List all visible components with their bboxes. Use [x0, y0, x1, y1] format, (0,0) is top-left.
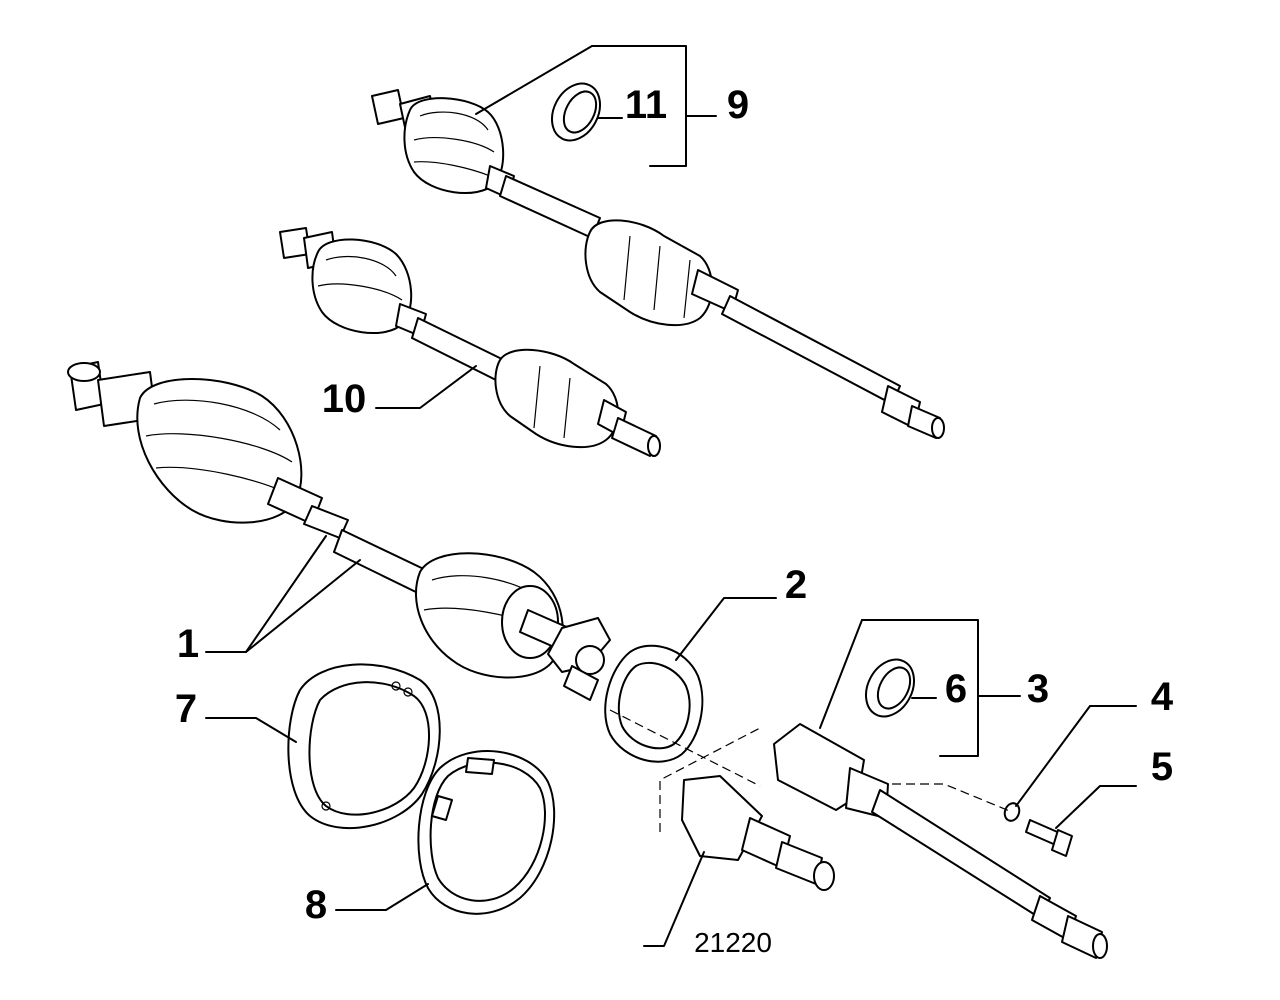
reference-number: 21220: [694, 927, 772, 958]
seal-ring-lower: [865, 658, 915, 718]
inner-joint-assembly: [681, 775, 835, 891]
drive-shaft-lower: [67, 361, 611, 701]
callout-8: 8: [305, 883, 327, 927]
callout-5: 5: [1151, 745, 1173, 789]
drive-shaft-upper: [371, 89, 945, 439]
drive-shaft-right: [773, 723, 1108, 959]
drive-shaft-middle: [279, 227, 661, 457]
callout-2: 2: [785, 563, 807, 607]
boot-clamp: [604, 644, 704, 763]
seal-ring-upper: [551, 82, 601, 142]
callout-3: 3: [1027, 667, 1049, 711]
cv-boot: [287, 663, 441, 830]
callout-10: 10: [322, 377, 367, 421]
band-clamp: [417, 750, 556, 915]
callout-9: 9: [727, 83, 749, 127]
callout-4: 4: [1151, 675, 1174, 719]
callout-1: 1: [177, 622, 199, 666]
callout-6: 6: [945, 667, 967, 711]
callout-11: 11: [625, 83, 667, 127]
leader-lines: [205, 45, 1137, 947]
bolt: [1025, 819, 1073, 857]
callout-7: 7: [175, 687, 197, 731]
washer: [1003, 802, 1021, 822]
alignment-dashed-lines: [609, 709, 1013, 832]
